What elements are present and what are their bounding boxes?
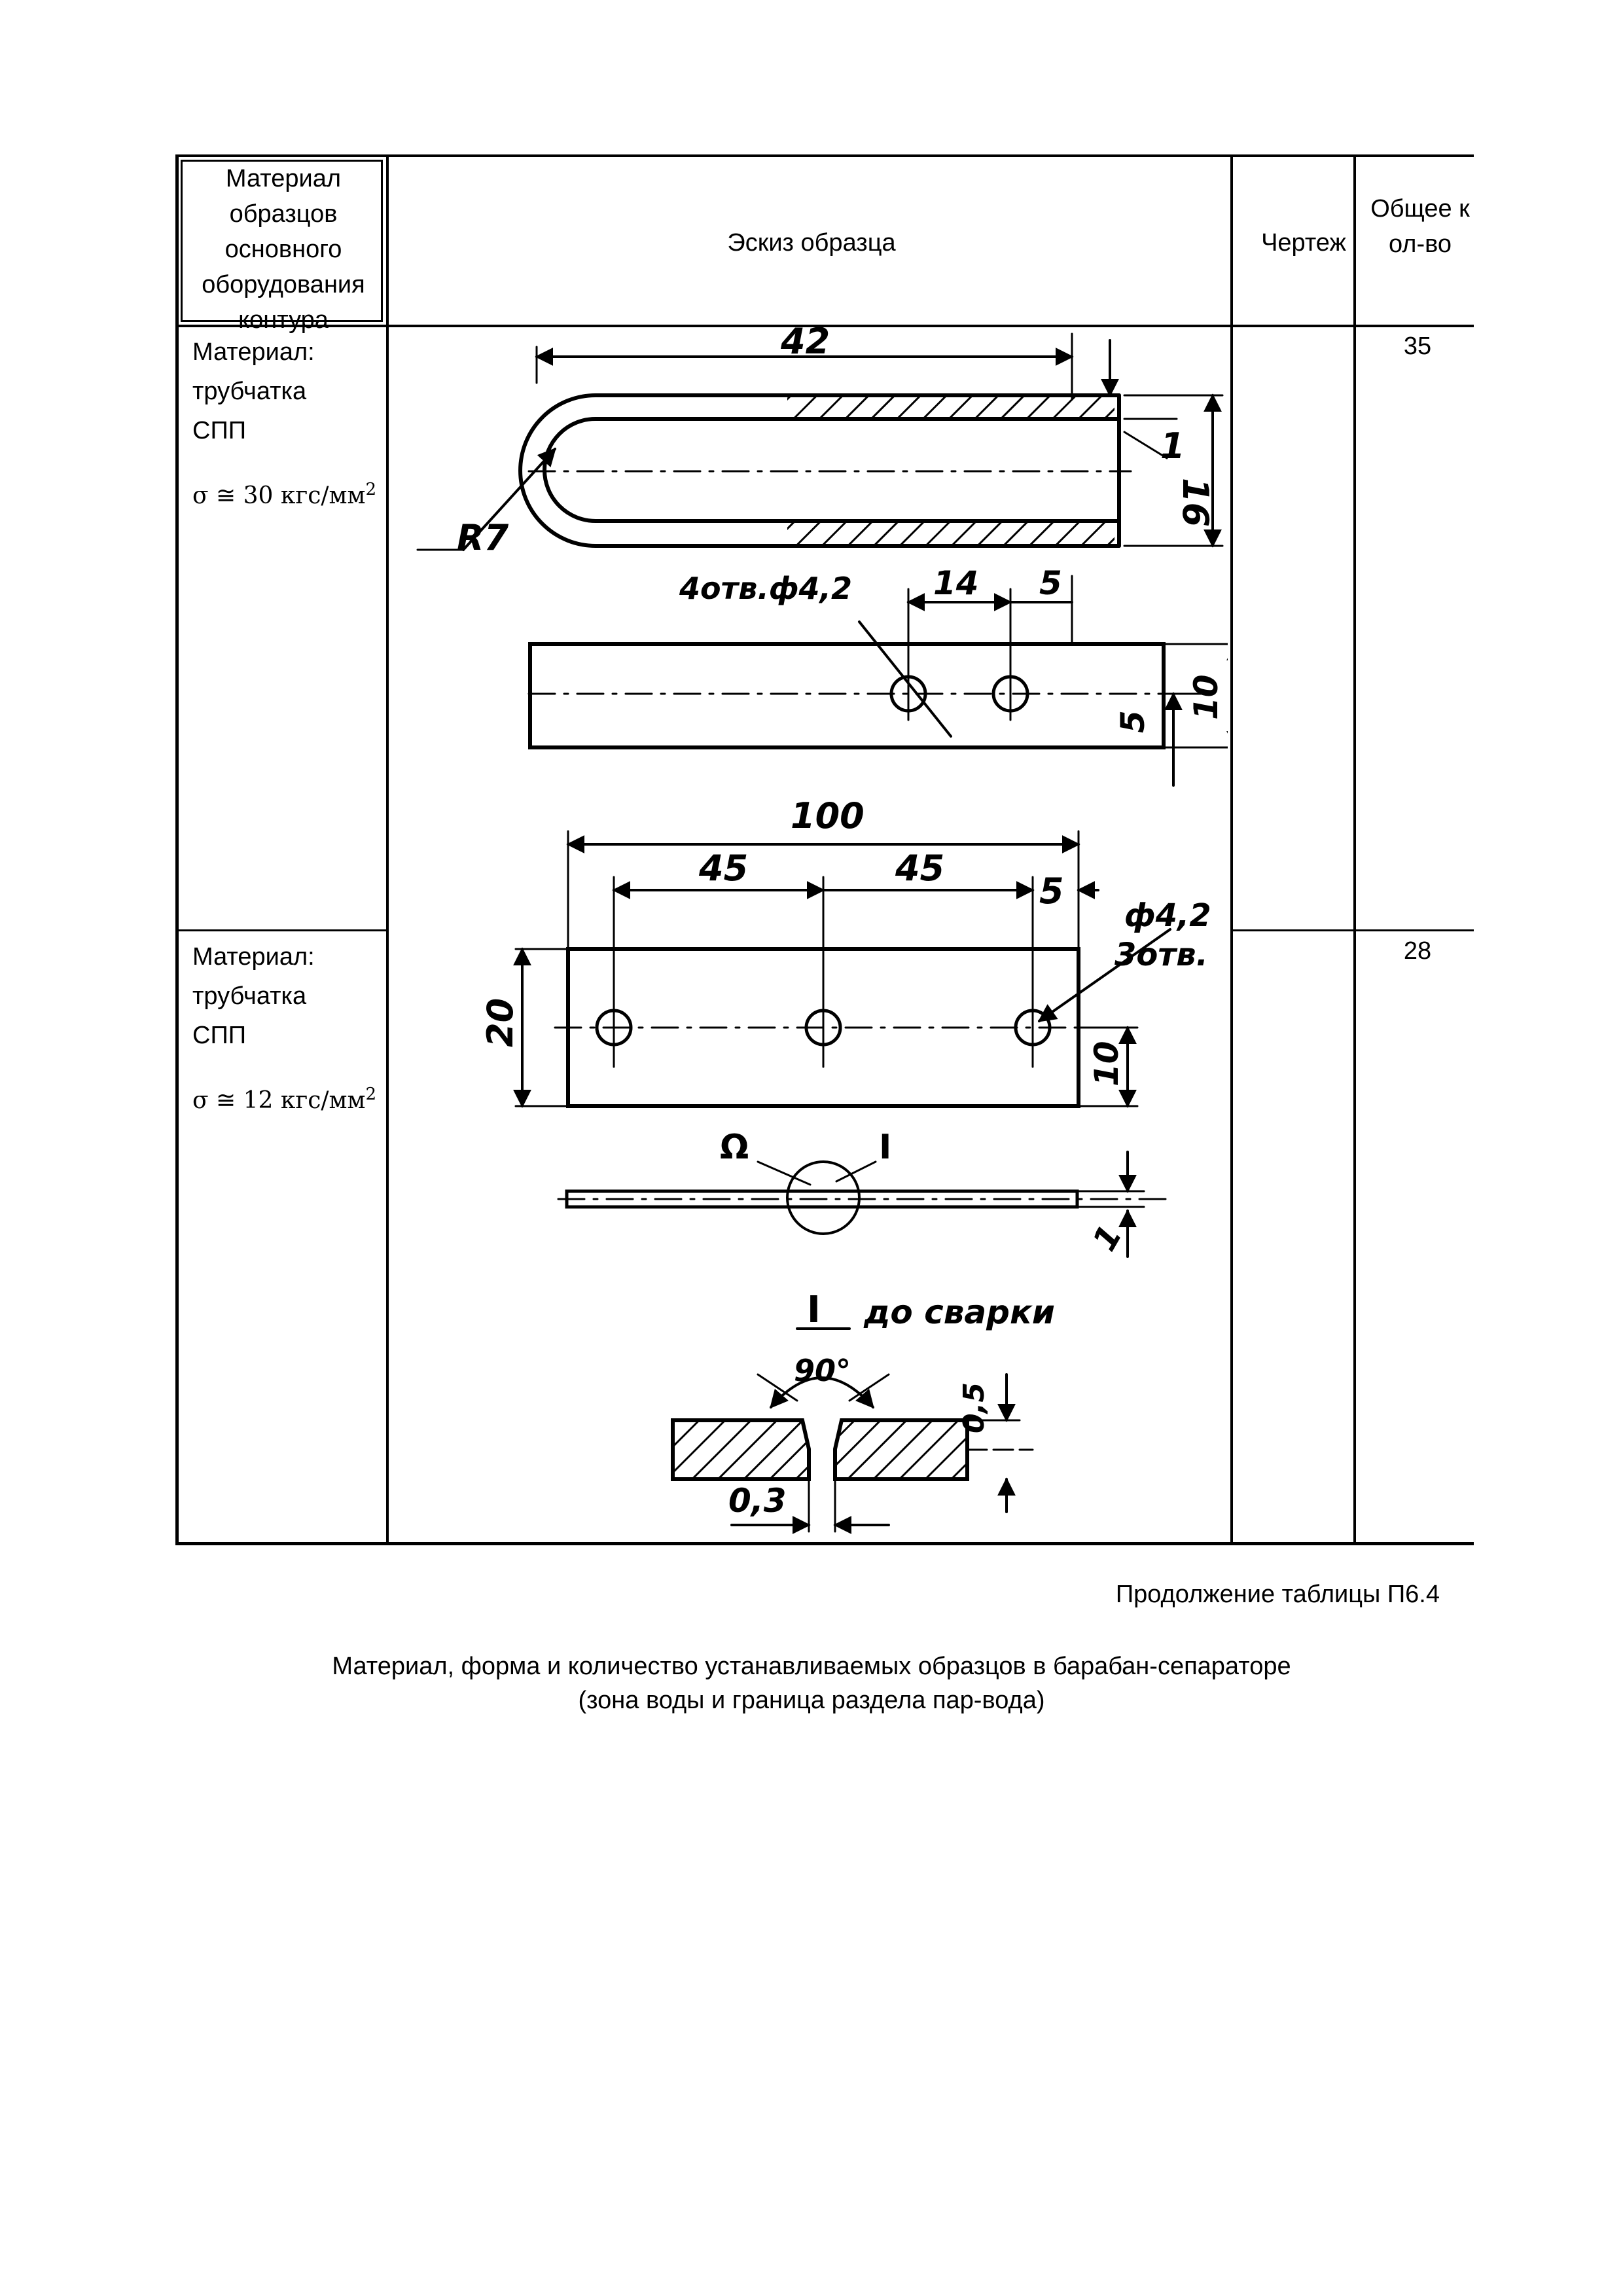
- subtitle-line-2: (зона воды и граница раздела пар-вода): [578, 1687, 1045, 1714]
- col1-header-inner-bottom: [181, 320, 383, 322]
- dim-10b-label: 10: [1088, 1041, 1126, 1086]
- row1-strength-value: σ ≅ 30 кгс/мм: [192, 482, 366, 509]
- dim-1-label: 1: [1160, 425, 1185, 467]
- header-total: Общее кол-во: [1368, 191, 1472, 262]
- table-bottom-border: [175, 1542, 1474, 1545]
- dim-5c-label: 5: [1039, 870, 1064, 912]
- r7-label: R7: [457, 517, 509, 558]
- weld-caption: до сварки: [863, 1293, 1055, 1331]
- weld-detail: [671, 1327, 1034, 1534]
- weld-I-label: I: [807, 1289, 821, 1331]
- dim-45a-label: 45: [698, 848, 748, 889]
- header-total-text: Общее кол-во: [1370, 195, 1470, 258]
- row2-total: 28: [1403, 937, 1432, 965]
- header-sketch: Эскиз образца: [727, 229, 896, 257]
- dim-1b-label: 1: [1085, 1219, 1130, 1257]
- plate-side-view: [557, 1151, 1171, 1258]
- dim-5a-label: 5: [1039, 564, 1062, 602]
- row2-strength-value: σ ≅ 12 кгс/мм: [192, 1087, 366, 1114]
- col3-right-border: [1353, 154, 1356, 1545]
- row2-material: Материал: трубчатка СПП σ ≅ 12 кгс/мм2: [192, 937, 382, 1121]
- row2-material-code: СПП: [192, 1022, 247, 1049]
- row1-total: 35: [1403, 332, 1432, 360]
- row1-strength: σ ≅ 30 кгс/мм2: [192, 470, 382, 516]
- dim-100-label: 100: [791, 795, 865, 836]
- row1-strength-exp: 2: [365, 480, 377, 499]
- col1-header-inner-right: [381, 160, 383, 322]
- table-continuation-caption: Продолжение таблицы П6.4: [1115, 1581, 1440, 1608]
- sample-sketch: 42 1 16 R7 4отв.ф4,2 14 5 5 10 100 45 45…: [416, 327, 1228, 1534]
- row2-strength-exp: 2: [365, 1085, 377, 1104]
- row1-material-label: Материал:: [192, 338, 315, 366]
- row2-material-type: трубчатка: [192, 982, 307, 1010]
- dim-45b-label: 45: [895, 848, 944, 889]
- header-bottom-border: [175, 325, 1474, 327]
- dim-14-label: 14: [933, 564, 979, 602]
- dim-20-label: 20: [480, 998, 521, 1047]
- dim-03-label: 0,3: [728, 1482, 787, 1520]
- table-left-border: [175, 154, 179, 1545]
- table-top-border: [175, 154, 1474, 157]
- holes-3-label: 3отв.: [1115, 937, 1208, 973]
- angle-90-label: 90°: [794, 1353, 851, 1388]
- plate-3holes: [513, 830, 1171, 1108]
- row2-material-label: Материал:: [192, 943, 315, 971]
- dim-10a-label: 10: [1187, 674, 1225, 720]
- dim-5b-label: 5: [1114, 710, 1152, 733]
- header-material: Материал образцов основного оборудования…: [202, 165, 365, 334]
- detail-I-label: I: [879, 1128, 891, 1167]
- subtitle-line-1: Материал, форма и количество устанавлива…: [332, 1653, 1291, 1680]
- flat-sample-2holes: [527, 575, 1228, 787]
- dim-16-label: 16: [1175, 478, 1216, 527]
- col1-right-border: [386, 154, 389, 1545]
- row1-material-code: СПП: [192, 417, 247, 444]
- col1-header-inner-top: [181, 160, 383, 162]
- header-drawing: Чертеж: [1261, 229, 1346, 257]
- dim-05-label: 0,5: [957, 1382, 991, 1433]
- u-sample-view: [416, 332, 1224, 551]
- row-separator-left: [175, 929, 389, 931]
- phi-label: ф4,2: [1124, 897, 1211, 934]
- col2-right-border: [1230, 154, 1233, 1545]
- col1-header-inner-left: [181, 160, 183, 322]
- row-separator-right: [1230, 929, 1474, 931]
- row2-strength: σ ≅ 12 кгс/мм2: [192, 1075, 382, 1121]
- row1-material-type: трубчатка: [192, 378, 307, 405]
- row1-material: Материал: трубчатка СПП σ ≅ 30 кгс/мм2: [192, 332, 382, 516]
- dim-42-label: 42: [780, 327, 830, 362]
- table-subtitle: Материал, форма и количество устанавлива…: [157, 1649, 1466, 1717]
- omega-label: Ω: [720, 1128, 749, 1167]
- holes-4-label: 4отв.ф4,2: [679, 571, 852, 606]
